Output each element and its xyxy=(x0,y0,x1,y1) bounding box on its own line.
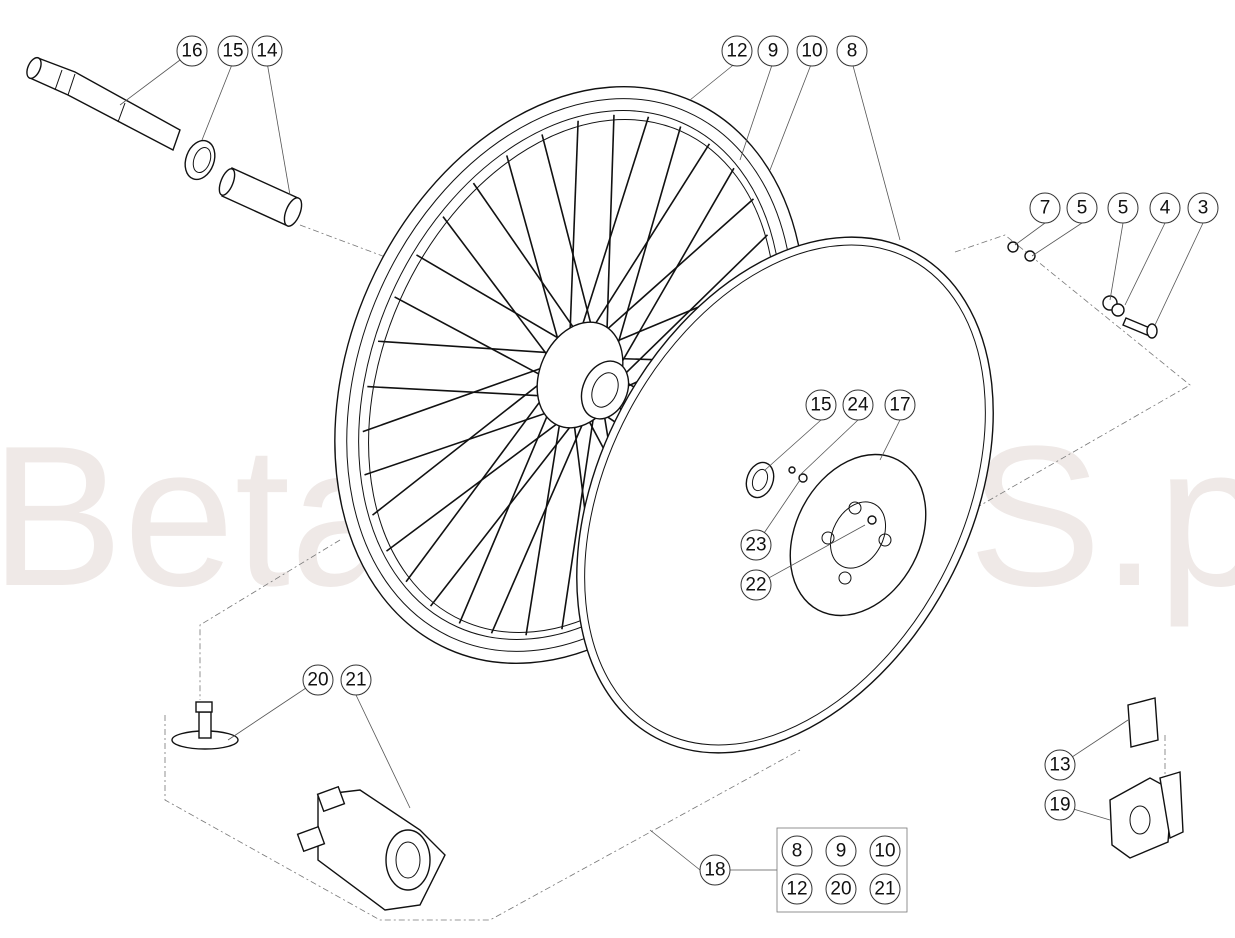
kit-item: 12 xyxy=(781,873,813,905)
callout-14: 14 xyxy=(251,35,283,67)
callout-7: 7 xyxy=(1029,192,1061,224)
callout-23: 23 xyxy=(740,529,772,561)
callout-10-label: 10 xyxy=(801,41,822,62)
callout-5-b: 5 xyxy=(1107,192,1139,224)
callout-15-right: 15 xyxy=(805,389,837,421)
callout-18-label: 18 xyxy=(704,860,725,881)
callout-15-top: 15 xyxy=(217,35,249,67)
callout-17: 17 xyxy=(884,389,916,421)
wheel-hub xyxy=(536,321,630,429)
callout-21-label: 21 xyxy=(345,670,366,691)
callout-13-label: 13 xyxy=(1049,755,1070,776)
kit-item-label: 21 xyxy=(874,879,895,900)
kit-item-label: 12 xyxy=(786,879,807,900)
spoke xyxy=(525,396,565,636)
callout-12-label: 12 xyxy=(726,41,747,62)
tyre xyxy=(576,236,994,754)
callout-18: 18 xyxy=(699,854,731,886)
kit-item: 20 xyxy=(825,873,857,905)
kit-item-label: 10 xyxy=(874,841,895,862)
axle-nut-set xyxy=(1007,241,1158,339)
kit-item-label: 8 xyxy=(792,841,803,862)
callout-9: 9 xyxy=(757,35,789,67)
callout-20-label: 20 xyxy=(307,670,328,691)
spoke xyxy=(610,126,682,369)
callout-12: 12 xyxy=(721,35,753,67)
washers-small xyxy=(788,466,808,483)
callout-19: 19 xyxy=(1044,789,1076,821)
callout-5-a: 5 xyxy=(1066,192,1098,224)
callout-16: 16 xyxy=(176,35,208,67)
bearing-right xyxy=(745,461,775,499)
spoke xyxy=(372,368,559,516)
callout-13: 13 xyxy=(1044,749,1076,781)
callout-9-label: 9 xyxy=(768,41,779,62)
kit-item: 9 xyxy=(825,835,857,867)
spoke xyxy=(416,254,580,352)
callout-3-label: 3 xyxy=(1198,198,1209,219)
kit-item: 8 xyxy=(781,835,813,867)
kit-item-label: 9 xyxy=(836,841,847,862)
callout-20: 20 xyxy=(302,664,334,696)
kit-item: 10 xyxy=(869,835,901,867)
spacer-tube xyxy=(218,167,303,227)
kit-item: 21 xyxy=(869,873,901,905)
valve-cap-tool xyxy=(1109,771,1184,859)
callout-22-label: 22 xyxy=(745,575,766,596)
callout-15-right-label: 15 xyxy=(810,395,831,416)
callout-24-label: 24 xyxy=(847,395,869,416)
callout-8: 8 xyxy=(836,35,868,67)
spoke xyxy=(612,167,735,378)
spoke xyxy=(377,340,571,355)
callout-14-label: 14 xyxy=(256,41,278,62)
axle xyxy=(26,56,181,151)
callout-5-b-label: 5 xyxy=(1118,198,1129,219)
kit-item-label: 20 xyxy=(830,879,851,900)
callout-15-top-label: 15 xyxy=(222,41,243,62)
rim-tape-plate xyxy=(1127,697,1159,748)
callout-22: 22 xyxy=(740,569,772,601)
callout-8-label: 8 xyxy=(847,41,858,62)
bearing-left xyxy=(184,139,216,181)
assembly-lines xyxy=(164,224,1191,921)
brake-disc xyxy=(789,453,927,617)
callout-5-a-label: 5 xyxy=(1077,198,1088,219)
callout-10: 10 xyxy=(796,35,828,67)
tyre-valve xyxy=(171,701,239,750)
hub-assembly xyxy=(296,785,446,911)
callout-16-label: 16 xyxy=(181,41,202,62)
callout-3: 3 xyxy=(1187,192,1219,224)
callout-21: 21 xyxy=(340,664,372,696)
spoke xyxy=(362,359,564,433)
callout-7-label: 7 xyxy=(1040,198,1051,219)
callout-4-label: 4 xyxy=(1160,198,1171,219)
callout-4: 4 xyxy=(1149,192,1181,224)
callout-23-label: 23 xyxy=(745,535,766,556)
spoke xyxy=(541,134,600,354)
callout-24: 24 xyxy=(842,389,874,421)
kit-box: 8 9 10 12 20 21 xyxy=(776,827,908,913)
callout-17-label: 17 xyxy=(889,395,910,416)
callout-19-label: 19 xyxy=(1049,795,1070,816)
